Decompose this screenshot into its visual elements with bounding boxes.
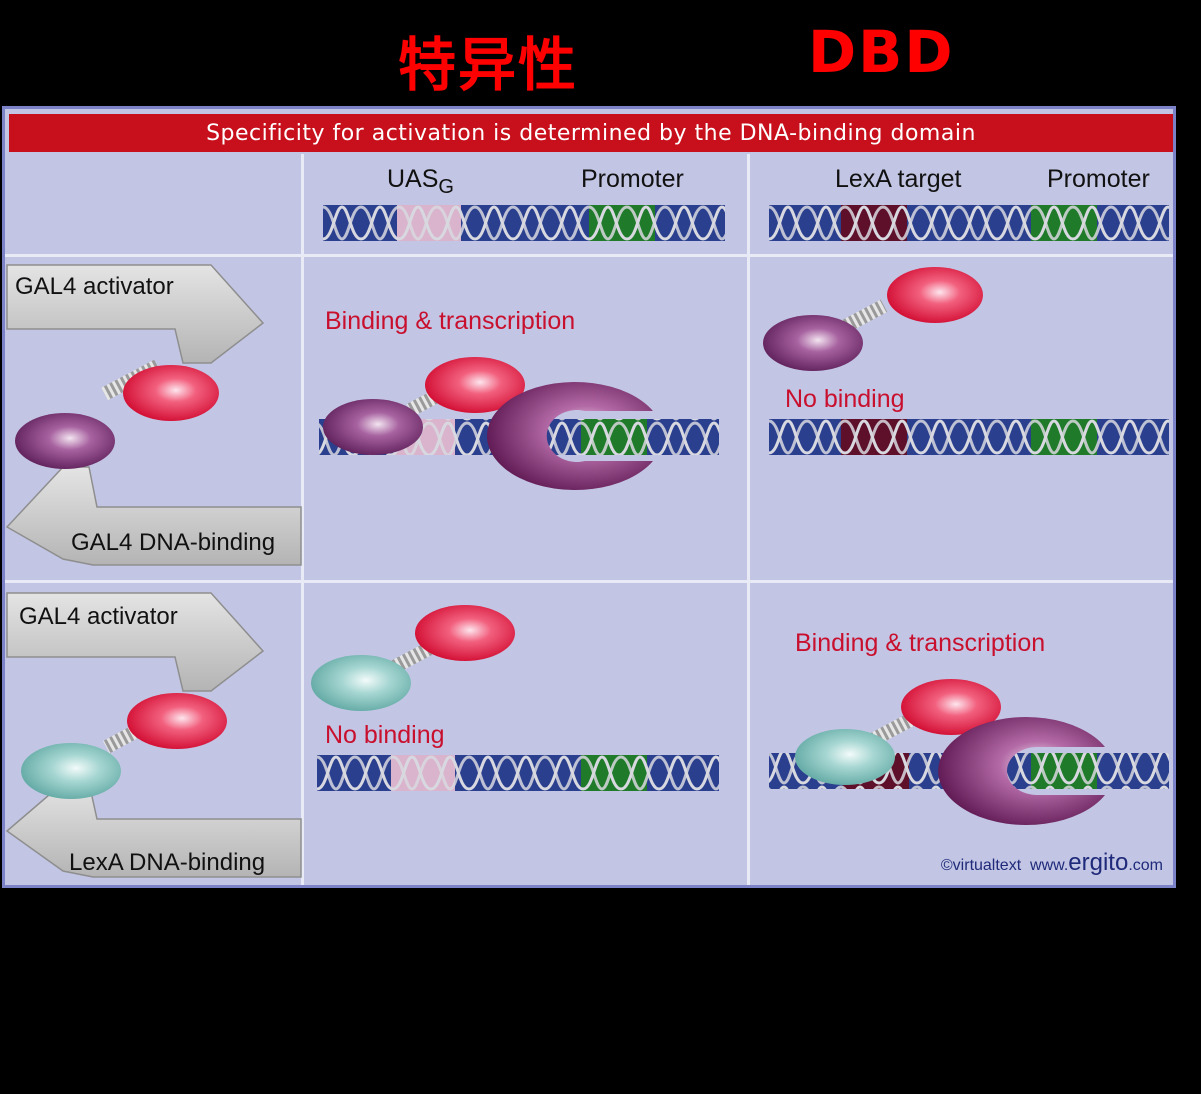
activation-domain-icon	[887, 267, 983, 323]
activator-label: GAL4 activator	[15, 273, 174, 300]
promoter-label: Promoter	[581, 165, 684, 193]
status-no-binding: No binding	[325, 721, 445, 749]
dna-strand-lexa	[769, 419, 1169, 455]
diagram-title: Specificity for activation is determined…	[9, 114, 1173, 152]
row-divider	[5, 254, 1173, 257]
specificity-label: 特异性	[398, 31, 579, 99]
lexa-activator-diagram	[5, 592, 302, 878]
status-binding-transcription: Binding & transcription	[795, 629, 1046, 657]
gal4-dbd-icon	[763, 315, 863, 371]
gal4-bound-diagram	[319, 357, 719, 490]
dna-binding-label: GAL4 DNA-binding	[71, 529, 276, 556]
gal4-unbound-diagram	[763, 267, 983, 371]
lexa-dbd-icon	[21, 743, 121, 799]
dna-strand-uas	[323, 205, 725, 241]
gal4-activator-diagram	[5, 264, 302, 566]
uas-label: UASG	[387, 165, 454, 198]
lexa-dbd-icon	[311, 655, 411, 711]
gal4-dbd-icon	[323, 399, 423, 455]
dna-strand-uas	[317, 755, 719, 791]
row-divider	[5, 580, 1173, 583]
lexa-unbound-diagram	[311, 605, 515, 711]
column-divider	[301, 154, 304, 885]
activator-label: GAL4 activator	[19, 603, 178, 630]
rna-polymerase-icon	[938, 717, 1105, 825]
diagram-panel: Specificity for activation is determined…	[2, 106, 1176, 888]
activator-arrow-icon	[6, 592, 265, 692]
dbd-label: DBD	[808, 18, 955, 86]
lexa-dbd-icon	[795, 729, 895, 785]
lexa-bound-diagram	[769, 679, 1169, 825]
activation-domain-icon	[127, 693, 227, 749]
activation-domain-icon	[901, 679, 1001, 735]
lexa-target-label: LexA target	[835, 165, 962, 193]
promoter-label: Promoter	[1047, 165, 1150, 193]
credit-line: ©virtualtext www.ergito.com	[940, 849, 1163, 876]
status-binding-transcription: Binding & transcription	[325, 307, 576, 335]
activation-domain-icon	[415, 605, 515, 661]
activation-domain-icon	[425, 357, 525, 413]
rna-polymerase-icon	[486, 382, 653, 490]
column-divider	[747, 154, 750, 885]
gal4-dbd-icon	[15, 413, 115, 469]
activator-arrow-icon	[6, 264, 265, 364]
dna-binding-label: LexA DNA-binding	[69, 849, 266, 876]
activation-domain-icon	[123, 365, 219, 421]
dna-strand-lexa	[769, 205, 1169, 241]
status-no-binding: No binding	[785, 385, 905, 413]
